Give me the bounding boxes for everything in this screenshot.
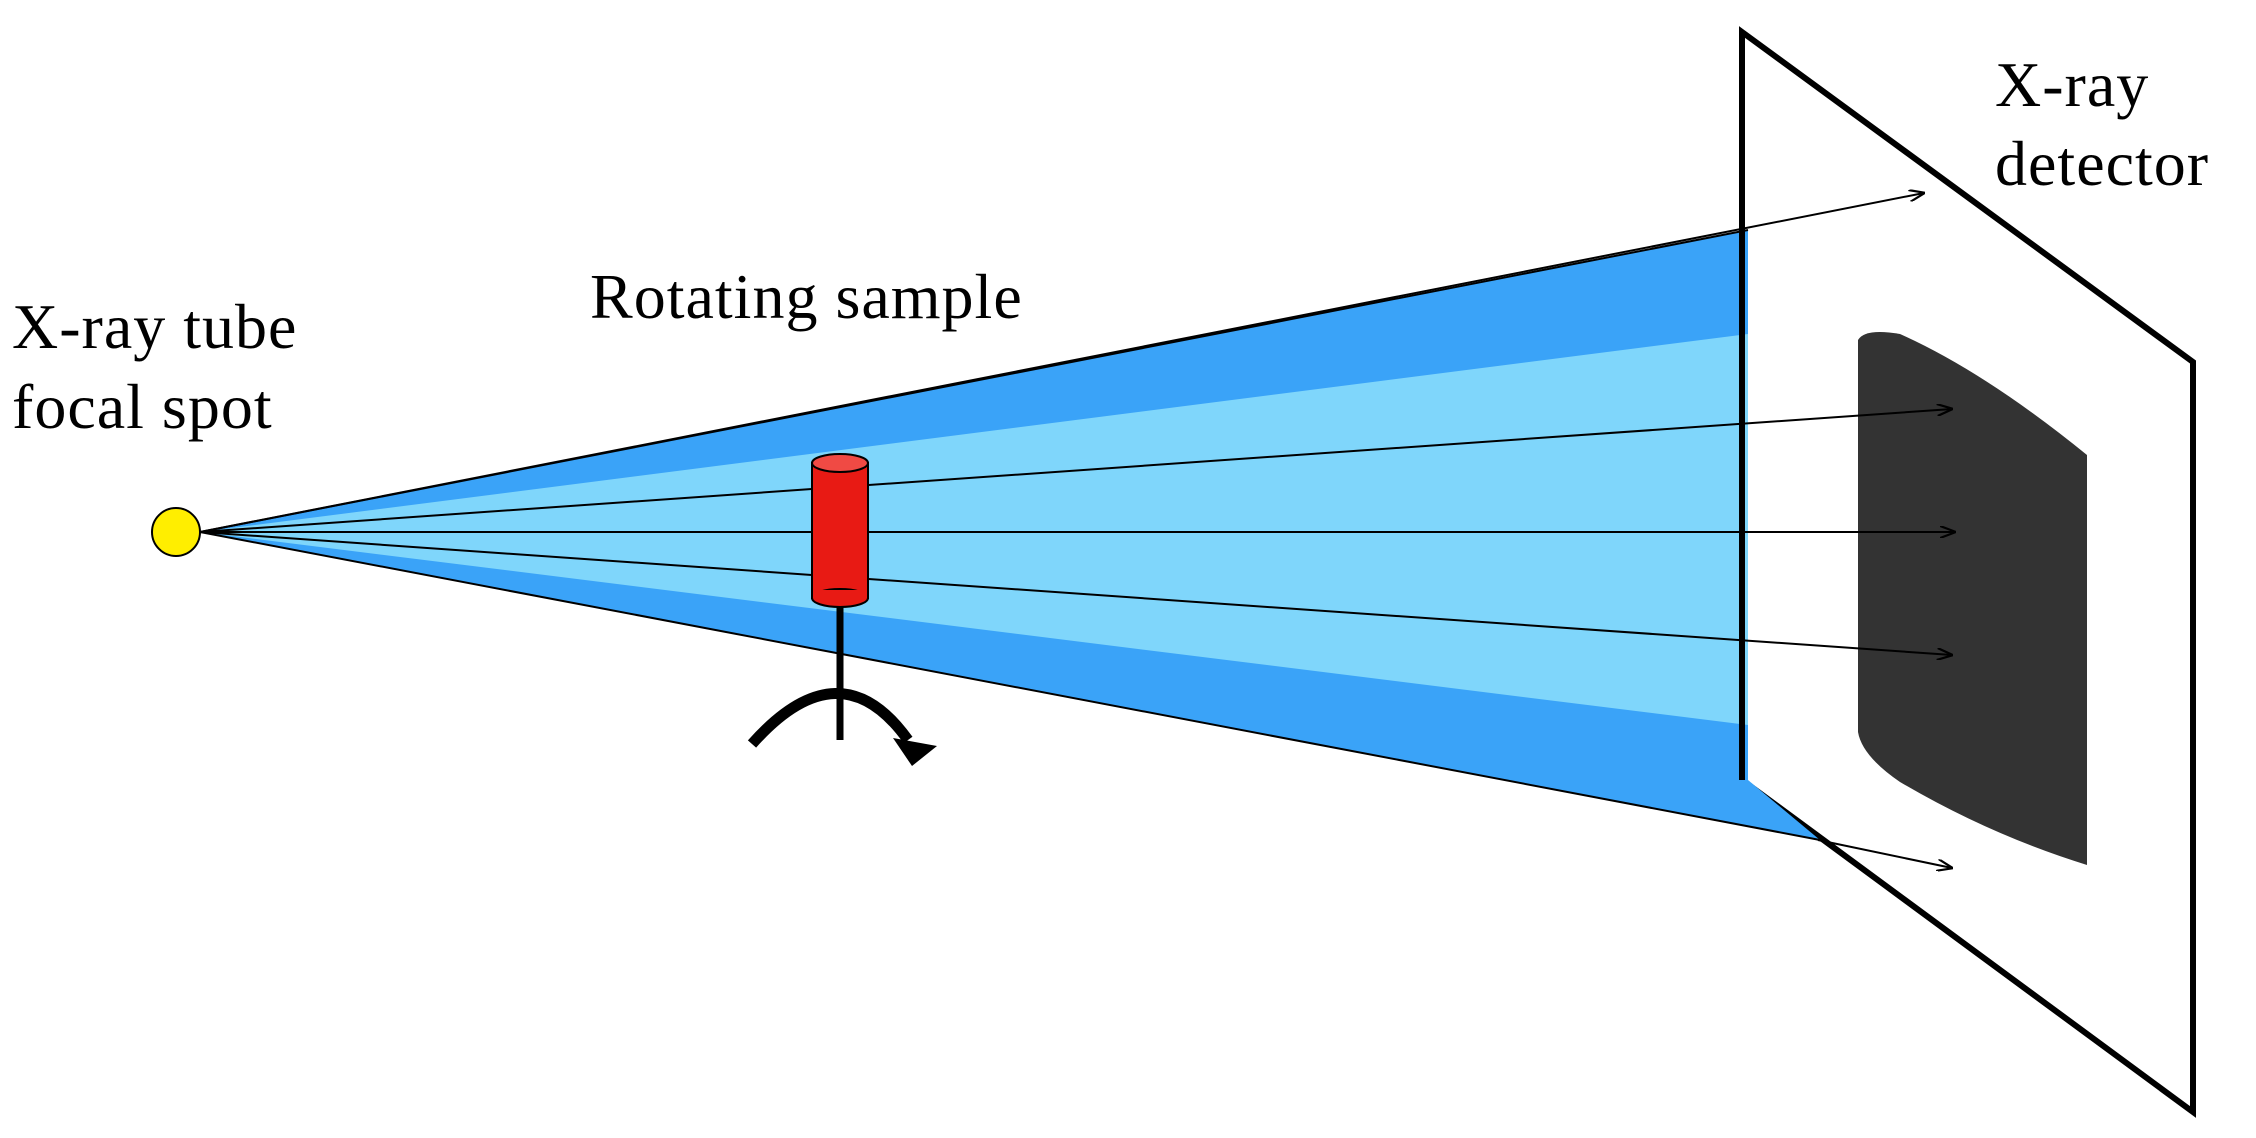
label-sample: Rotating sample: [590, 261, 1023, 332]
ray-bottom-extension: [1817, 839, 1952, 868]
rotation-arrow: [747, 688, 913, 748]
rotating-sample-cylinder: [811, 453, 869, 608]
label-detector-line2: detector: [1995, 128, 2209, 199]
rotation-arrowhead: [893, 738, 937, 766]
sample-shadow: [1858, 332, 2087, 865]
ray-upper: [199, 409, 1952, 533]
focal-spot-icon: [151, 507, 201, 557]
beam-cone-inner: [200, 334, 1748, 725]
label-detector-line1: X-ray: [1995, 49, 2149, 120]
label-source-line2: focal spot: [12, 371, 273, 442]
beam-edge-bottom: [199, 531, 1821, 841]
label-source-line1: X-ray tube: [12, 291, 297, 362]
ray-top: [199, 193, 1924, 533]
ray-lower: [199, 531, 1952, 655]
